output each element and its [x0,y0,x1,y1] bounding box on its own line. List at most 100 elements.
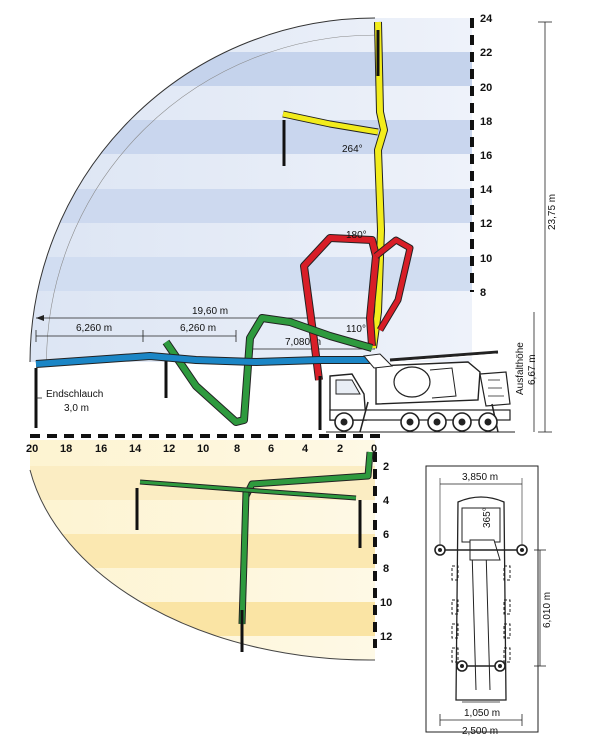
tick-label: 16 [95,443,107,455]
dim-label-3-850: 3,850 m [462,472,498,483]
top-wheels [451,565,511,663]
dim-label-6-010: 6,010 m [542,592,553,628]
tick-label: 8 [480,287,486,299]
dim-label-7-080: 7,080 m [285,337,321,348]
boom-green-lower [135,451,374,652]
tick-label: 18 [60,443,72,455]
wheel-top [503,565,511,581]
cab-window [335,379,361,395]
depth-band [30,602,375,636]
height-band [30,52,472,86]
boom-yellow-vertical: 264° [282,21,388,349]
truck-side-view [326,350,515,433]
lower-boom-arm-vertical [239,491,249,625]
lower-reach-arc [29,469,376,661]
rotation-label: 365° [482,507,493,528]
folded-boom-outline [389,350,499,362]
wheel-top [503,647,511,663]
vertical-axis-bottom: 2 4 6 8 10 12 [373,452,392,648]
tick-label: 2 [337,443,343,455]
tick-label: 2 [383,461,389,473]
tick-label: 12 [380,631,392,643]
tick-label: 10 [380,597,392,609]
tick-label: 22 [480,47,492,59]
pad-center [520,548,524,552]
folded-boom [391,353,497,363]
height-band [30,120,472,154]
end-hose-label: Endschlauch [46,389,103,400]
drum-end [393,366,431,398]
dim-label-outrigger-height: Ausfalthöhe [515,342,526,395]
horizontal-axis: 20 18 16 14 12 10 8 6 4 2 0 [26,434,380,455]
reach-dimensions: 19,60 m 6,260 m 6,260 m 7,080 m 23,75 m … [35,21,558,433]
angle-label-264: 264° [342,144,363,155]
hopper-detail [488,379,504,397]
wheel-hub [406,418,414,426]
pad-center [498,664,502,668]
tick-label: 10 [480,253,492,265]
tick-label: 14 [129,443,142,455]
outrigger-front [359,401,369,433]
lower-boom-arm-right [245,488,357,500]
wheel-top [503,623,511,639]
truck-chassis [329,409,511,421]
inner-reach-arc [46,34,375,362]
depth-band [30,534,375,568]
wheel-hub [484,418,492,426]
wheel-hub [340,418,348,426]
tick-label: 12 [480,218,492,230]
tick-label: 6 [268,443,274,455]
end-hose-value: 3,0 m [64,403,89,414]
dim-label-19-60: 19,60 m [192,306,228,317]
tick-label: 18 [480,116,492,128]
tick-label: 0 [371,443,377,455]
dim-label-height: 23,75 m [547,194,558,230]
wheel-top [451,565,459,581]
wheel-top [451,599,459,615]
wheel-top [503,599,511,615]
tick-label: 20 [26,443,38,455]
boom-blue-horizontal: Endschlauch 3,0 m [34,352,372,428]
boom-arm-green [163,315,373,425]
boom-red-folded: 180° [300,230,414,430]
boom-arm-yellow [370,21,387,349]
tick-label: 4 [302,443,309,455]
dim-label-2-500: 2,500 m [462,726,498,737]
dim-label-seg-a: 6,260 m [76,323,112,334]
boom-tip-yellow [282,111,379,135]
tick-label: 8 [234,443,240,455]
angle-label-180: 180° [346,230,367,241]
drum-detail [429,367,457,399]
pad-center [438,548,442,552]
upper-reach-envelope [29,17,472,363]
dim-label-seg-b: 6,260 m [180,323,216,334]
arrow-head [36,315,44,321]
dim-label-1-050: 1,050 m [464,708,500,719]
tick-label: 4 [383,495,390,507]
lower-reach-envelope [29,440,376,661]
wheel-hub [433,418,441,426]
tick-label: 14 [480,184,493,196]
rear-hopper [479,371,511,407]
wheel-top [451,647,459,663]
tick-label: 10 [197,443,209,455]
boom-turret [363,353,394,369]
tick-label: 16 [480,150,492,162]
wheel-hub [458,418,466,426]
boom-green-v: 110° [162,314,374,426]
vertical-axis-top: 24 22 20 18 16 14 12 10 8 [470,13,493,299]
lower-boom-arm-left [139,480,247,492]
tick-label: 20 [480,82,492,94]
tick-label: 24 [480,13,493,25]
boom-arm-red-upper [374,237,413,332]
angle-label-110: 110° [346,324,366,335]
tick-label: 6 [383,529,389,541]
wheel-top [451,623,459,639]
height-band [30,189,472,223]
max-reach-arc [29,17,376,363]
boom-arm-blue [35,353,372,367]
dim-value-outrigger-height: 6,67 m [527,354,538,385]
tick-label: 12 [163,443,175,455]
